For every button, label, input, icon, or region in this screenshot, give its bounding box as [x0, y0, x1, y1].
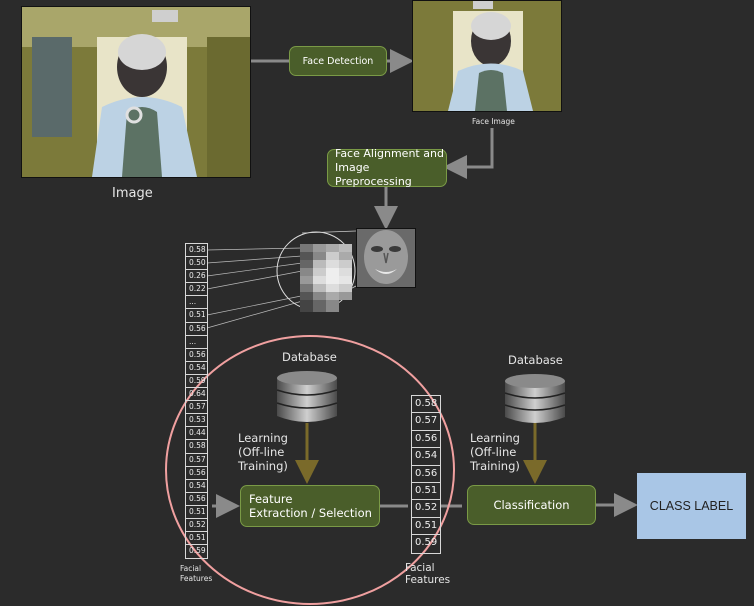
feature-value-cell: ...: [186, 336, 207, 349]
feature-value-cell: 0.52: [412, 500, 440, 518]
feature-value-cell: 0.52: [186, 519, 207, 533]
face-detection-label: Face Detection: [302, 55, 374, 67]
learning-right-line3: Training): [470, 459, 520, 473]
leader-line: [206, 299, 307, 329]
feature-value-cell: 0.44: [186, 427, 207, 441]
feature-value-cell: 0.54: [186, 362, 207, 375]
learning-left-text: Learning (Off-line Training): [238, 431, 288, 473]
feature-value-cell: 0.58: [186, 440, 207, 454]
raw-facial-features-caption: Facial Features: [180, 564, 212, 584]
leader-line: [206, 294, 307, 316]
class-label-text: CLASS LABEL: [649, 499, 734, 513]
leader-line: [206, 262, 303, 277]
feature-extraction-label-line2: Extraction / Selection: [249, 506, 372, 520]
feature-value-cell: 0.56: [186, 323, 207, 336]
database-left-icon: [276, 371, 338, 422]
feature-value-cell: 0.57: [412, 413, 440, 431]
feature-value-cell: 0.56: [186, 349, 207, 362]
learning-left-line2: (Off-line: [238, 445, 285, 459]
feature-value-cell: 0.58: [186, 244, 207, 258]
database-right-label: Database: [508, 353, 563, 367]
selected-facial-features-caption: Facial Features: [405, 562, 450, 586]
feature-value-cell: 0.51: [412, 483, 440, 501]
leader-line: [206, 270, 303, 290]
learning-right-line1: Learning: [470, 431, 520, 445]
feature-value-cell: 0.56: [186, 467, 207, 480]
classification-label: Classification: [493, 498, 570, 512]
feature-value-cell: 0.51: [412, 518, 440, 536]
aligned-face-image: [356, 228, 416, 288]
feature-value-cell: 0.56: [186, 493, 207, 506]
leader-line: [206, 255, 303, 264]
database-left-label: Database: [282, 350, 337, 364]
feature-value-cell: 0.51: [186, 506, 207, 519]
face-image: [412, 0, 562, 112]
raw-facial-features-line1: Facial: [180, 564, 202, 573]
arrow-face-to-alignment: [443, 128, 494, 179]
input-image: [21, 6, 251, 178]
feature-value-cell: ...: [186, 296, 207, 310]
feature-value-cell: 0.57: [186, 401, 207, 415]
feature-value-cell: 0.50: [186, 257, 207, 271]
selected-facial-features-line1: Facial: [405, 562, 435, 574]
zoom-tangent-line: [301, 230, 357, 234]
zoomed-pixel-patch: [300, 244, 352, 312]
raw-facial-features-line2: Features: [180, 574, 213, 583]
learning-left-line1: Learning: [238, 431, 288, 445]
face-alignment-label-line1: Face Alignment and: [335, 147, 444, 160]
feature-value-cell: 0.59: [186, 375, 207, 389]
feature-value-cell: 0.59: [415, 537, 438, 549]
feature-value-cell: 0.59: [189, 546, 206, 556]
database-right-icon: [504, 374, 566, 423]
face-alignment-label-line2: Image Preprocessing: [335, 161, 412, 188]
highlight-circle: [165, 335, 455, 605]
face-alignment-step: Face Alignment and Image Preprocessing: [327, 147, 447, 188]
feature-value-cell: 0.56: [412, 431, 440, 449]
face-image-caption: Face Image: [472, 117, 515, 126]
feature-value-cell: 0.64: [186, 388, 207, 402]
feature-value-cell: 0.53: [186, 414, 207, 428]
feature-value-cell: 0.54: [412, 448, 440, 466]
feature-value-cell: 0.26: [186, 270, 207, 284]
feature-value-cell: 0.56: [412, 466, 440, 483]
learning-right-text: Learning (Off-line Training): [470, 431, 520, 473]
feature-value-cell: 0.58: [412, 396, 440, 414]
face-detection-step: Face Detection: [289, 46, 387, 76]
feature-value-cell: 0.54: [186, 480, 207, 493]
learning-right-line2: (Off-line: [470, 445, 517, 459]
leader-line: [206, 247, 303, 251]
feature-value-cell: 0.51: [186, 532, 207, 546]
feature-value-cell: 0.57: [186, 454, 207, 467]
feature-extraction-step: Feature Extraction / Selection: [240, 485, 380, 527]
selected-facial-features-line2: Features: [405, 574, 451, 586]
feature-value-cell: 0.22: [186, 283, 207, 297]
classification-step: Classification: [467, 485, 596, 525]
class-label-box: CLASS LABEL: [637, 473, 746, 539]
feature-value-cell: 0.51: [186, 309, 207, 323]
input-image-caption: Image: [112, 186, 153, 201]
feature-extraction-label-line1: Feature: [249, 492, 293, 506]
learning-left-line3: Training): [238, 459, 288, 473]
